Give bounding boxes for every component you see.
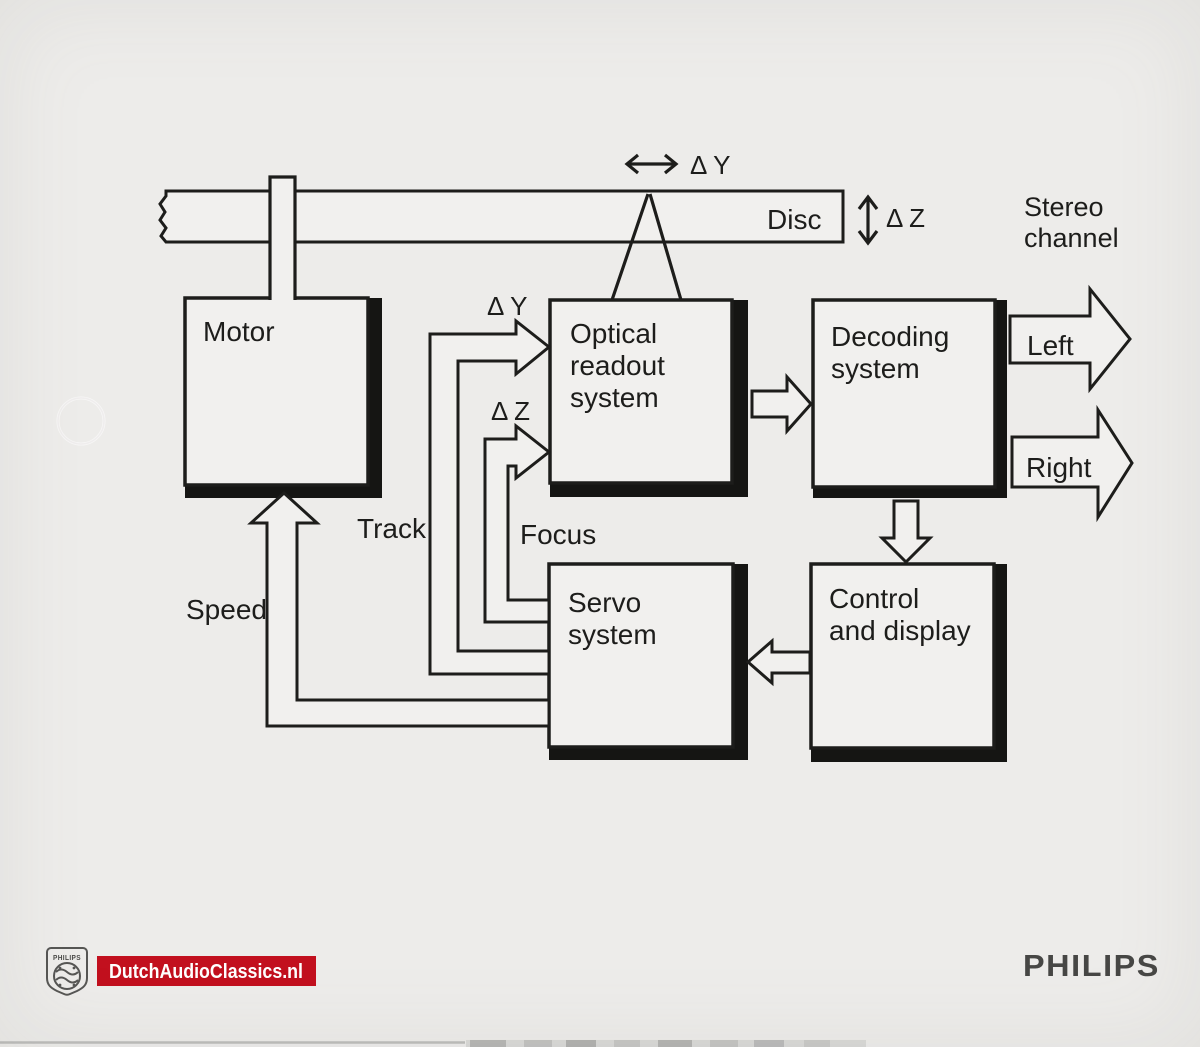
- motor-spindle: [268, 175, 297, 300]
- delta-y-optical-label: Δ Y: [487, 291, 528, 321]
- right-output-label: Right: [1026, 452, 1092, 483]
- philips-wordmark: PHILIPS: [1023, 948, 1160, 983]
- control-label-line1: Control: [829, 583, 919, 614]
- delta-y-double-arrow-icon: [624, 153, 679, 175]
- optical-to-decoding-arrow: [750, 373, 814, 435]
- left-channel-arrow: [1008, 284, 1132, 394]
- stereo-channel-label-line1: Stereo: [1024, 192, 1104, 222]
- watermark-badge-background: [97, 956, 316, 986]
- stereo-channel-label-line2: channel: [1024, 223, 1119, 253]
- paper-emboss-shadow: [57, 397, 105, 445]
- delta-z-optical-label: Δ Z: [491, 396, 530, 426]
- focus-signal-path: [483, 422, 552, 624]
- scan-edge-artifacts: [0, 1040, 866, 1047]
- track-signal-path: [428, 317, 552, 676]
- speed-signal-path: [247, 490, 551, 728]
- motor-box: [183, 296, 382, 498]
- motor-label: Motor: [203, 316, 275, 347]
- optical-label-line3: system: [570, 382, 659, 413]
- optical-label-line2: readout: [570, 350, 665, 381]
- track-signal-label: Track: [357, 513, 427, 544]
- shield-star: [72, 966, 76, 970]
- disc-bar: [158, 189, 845, 244]
- shield-star: [72, 983, 76, 987]
- control-to-servo-arrow: [745, 637, 812, 687]
- decoding-to-control-arrow: [878, 499, 934, 565]
- servo-label-line1: Servo: [568, 587, 641, 618]
- optical-label-line1: Optical: [570, 318, 657, 349]
- shield-brand-text: PHILIPS: [53, 955, 81, 962]
- disc-label: Disc: [767, 204, 821, 235]
- laser-beam: [610, 193, 683, 301]
- watermark-text: DutchAudioClassics.nl: [109, 961, 303, 983]
- shield-star: [58, 966, 62, 970]
- paper-emboss-mark: [56, 396, 106, 446]
- delta-z-double-arrow-icon: [857, 194, 879, 246]
- speed-signal-label: Speed: [186, 594, 267, 625]
- watermark-badge: DutchAudioClassics.nl: [97, 956, 316, 986]
- servo-system-box: [547, 562, 748, 760]
- optical-readout-box: [548, 298, 748, 497]
- decoding-label-line1: Decoding: [831, 321, 949, 352]
- delta-z-disc-label: Δ Z: [886, 203, 925, 233]
- left-output-label: Left: [1027, 330, 1074, 361]
- delta-y-top-label: Δ Y: [690, 150, 731, 180]
- philips-shield-logo: PHILIPS: [46, 947, 88, 996]
- control-label-line2: and display: [829, 615, 971, 646]
- servo-label-line2: system: [568, 619, 657, 650]
- decoding-system-box: [811, 298, 1007, 498]
- right-channel-arrow: [1010, 404, 1134, 523]
- decoding-label-line2: system: [831, 353, 920, 384]
- focus-signal-label: Focus: [520, 519, 596, 550]
- shield-star: [58, 983, 62, 987]
